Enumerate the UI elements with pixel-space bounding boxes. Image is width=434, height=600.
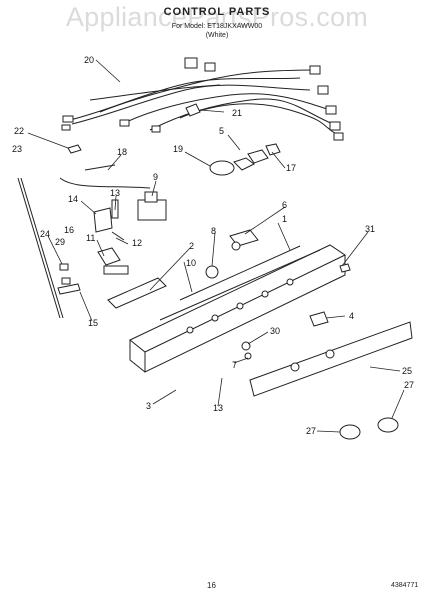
callout-30: 30 bbox=[270, 326, 280, 336]
callout-4: 4 bbox=[349, 311, 354, 321]
callout-6: 6 bbox=[282, 200, 287, 210]
callout-25: 25 bbox=[402, 366, 412, 376]
wire-clip bbox=[185, 103, 201, 117]
leader-lines bbox=[27, 59, 405, 433]
callout-24: 24 bbox=[40, 229, 50, 239]
callout-12: 12 bbox=[132, 238, 142, 248]
callout-1: 1 bbox=[282, 214, 287, 224]
callout-27a: 27 bbox=[404, 380, 414, 390]
callout-3: 3 bbox=[146, 401, 151, 411]
diagram-subtitle: For Model: ET18JKXAWW00 bbox=[171, 23, 263, 30]
callout-13: 13 bbox=[110, 188, 120, 198]
diagram-title: CONTROL PARTS bbox=[163, 6, 271, 18]
diagram-subnote: (White) bbox=[205, 32, 229, 39]
thermostat-capillary bbox=[59, 177, 151, 189]
callout-11: 11 bbox=[86, 233, 95, 243]
control-housing bbox=[129, 244, 347, 373]
callout-22: 22 bbox=[14, 126, 24, 136]
thermostat-assembly bbox=[93, 199, 129, 275]
damper-control bbox=[137, 191, 167, 221]
cold-control bbox=[229, 229, 259, 251]
control-rod bbox=[17, 177, 61, 319]
callout-27b: 27 bbox=[306, 426, 316, 436]
callout-14: 14 bbox=[68, 194, 78, 204]
mounting-bracket bbox=[107, 277, 167, 309]
callout-5: 5 bbox=[219, 126, 224, 136]
callout-21: 21 bbox=[232, 108, 242, 118]
callout-13b: 13 bbox=[213, 403, 223, 413]
lamp-assembly bbox=[209, 143, 281, 176]
callout-15: 15 bbox=[88, 318, 98, 328]
callout-31: 31 bbox=[365, 224, 375, 234]
control-knob bbox=[205, 265, 219, 279]
document-code: 4384771 bbox=[391, 582, 419, 589]
callout-20: 20 bbox=[84, 55, 94, 65]
callout-9: 9 bbox=[153, 172, 158, 182]
clip-4 bbox=[309, 311, 329, 327]
small-part-24 bbox=[59, 263, 69, 271]
callout-23: 23 bbox=[12, 144, 22, 154]
watermark-text: AppliancePartsPros.com bbox=[65, 2, 369, 32]
callout-16: 16 bbox=[64, 225, 74, 235]
callout-18: 18 bbox=[117, 147, 127, 157]
callout-2: 2 bbox=[189, 241, 194, 251]
knob-27b bbox=[339, 424, 361, 440]
callout-8: 8 bbox=[211, 226, 216, 236]
control-panel-front bbox=[249, 321, 413, 397]
callout-19: 19 bbox=[173, 144, 183, 154]
callout-29: 29 bbox=[55, 237, 65, 247]
callout-17: 17 bbox=[286, 163, 296, 173]
callout-10: 10 bbox=[186, 258, 196, 268]
knob-27a bbox=[377, 417, 399, 433]
callout-labels: 20 21 22 23 18 5 19 17 9 13 14 6 1 8 11 … bbox=[12, 55, 414, 436]
page-number: 16 bbox=[207, 581, 216, 590]
harness-clip bbox=[67, 144, 82, 154]
callout-7: 7 bbox=[232, 360, 237, 370]
wire-harness bbox=[61, 57, 344, 141]
